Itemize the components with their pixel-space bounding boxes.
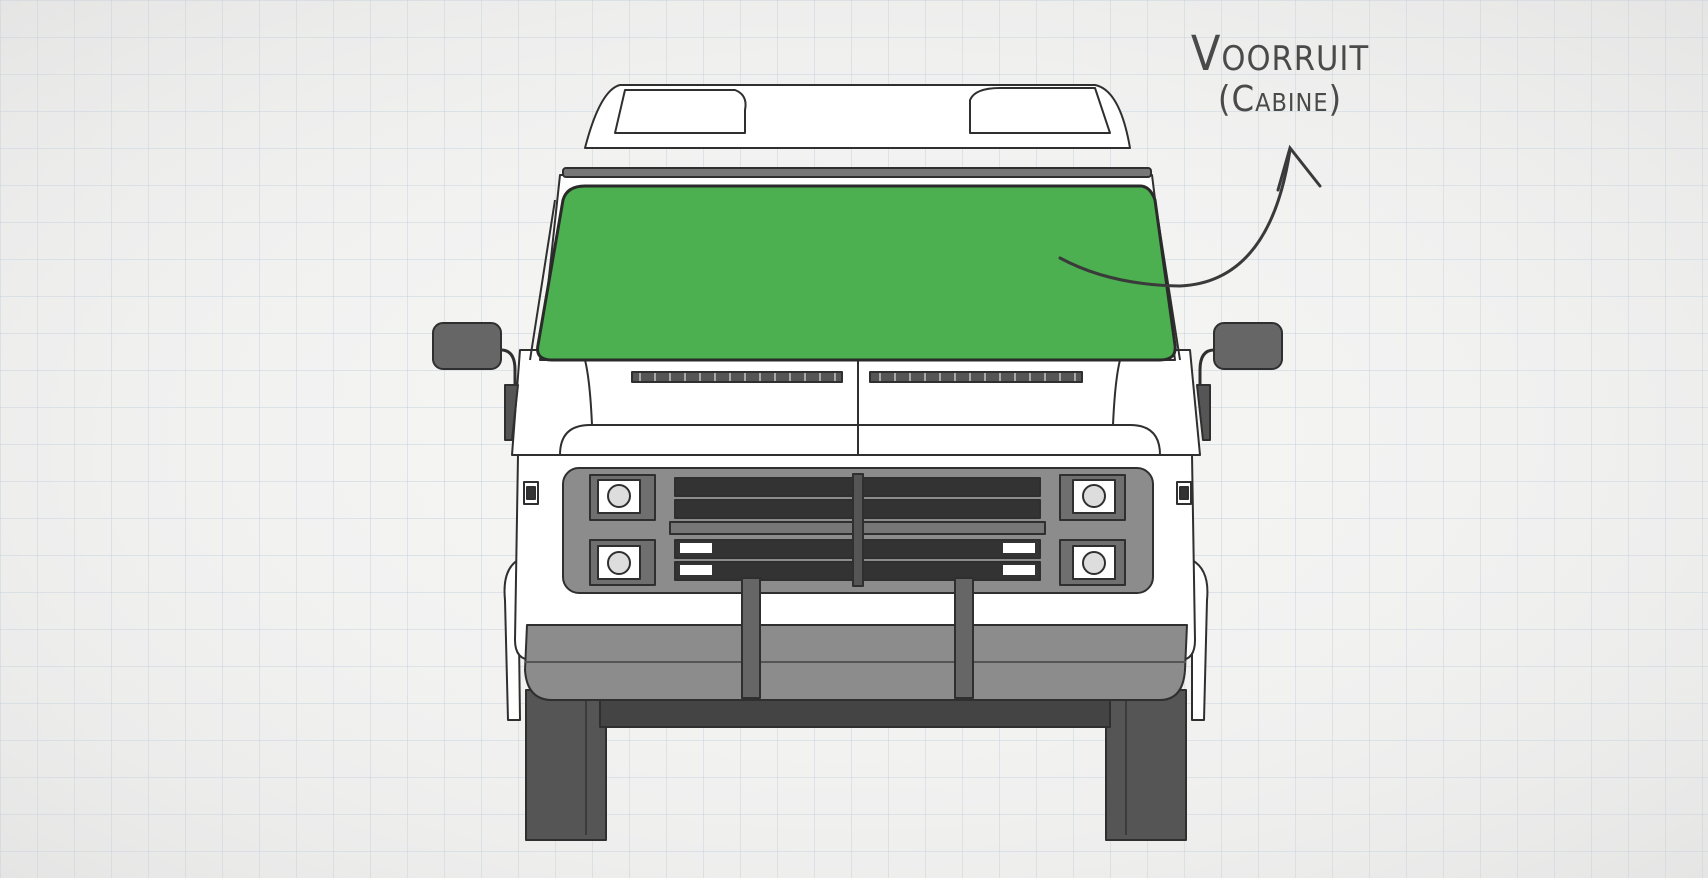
right-wiper-vent <box>869 371 1083 383</box>
hood <box>511 349 1201 456</box>
callout-subtitle: (Cabine) <box>1217 79 1343 120</box>
windshield-callout: Voorruit (Cabine) <box>1150 30 1410 120</box>
van <box>432 84 1283 841</box>
curved-arrow-icon <box>1058 144 1322 288</box>
left-wiper-vent <box>631 371 843 383</box>
right-bumper-guard <box>954 577 974 699</box>
grille-bars <box>669 473 1046 587</box>
left-roof-vent <box>614 89 747 134</box>
callout-title: Voorruit <box>1190 26 1370 82</box>
roof-rail <box>562 167 1152 178</box>
left-bumper-guard <box>741 577 761 699</box>
left-mirror <box>432 322 502 370</box>
windshield-highlight <box>536 184 1177 362</box>
right-mirror <box>1213 322 1283 370</box>
right-tyre <box>1105 689 1187 841</box>
right-roof-vent <box>969 87 1111 134</box>
left-tyre <box>525 689 607 841</box>
